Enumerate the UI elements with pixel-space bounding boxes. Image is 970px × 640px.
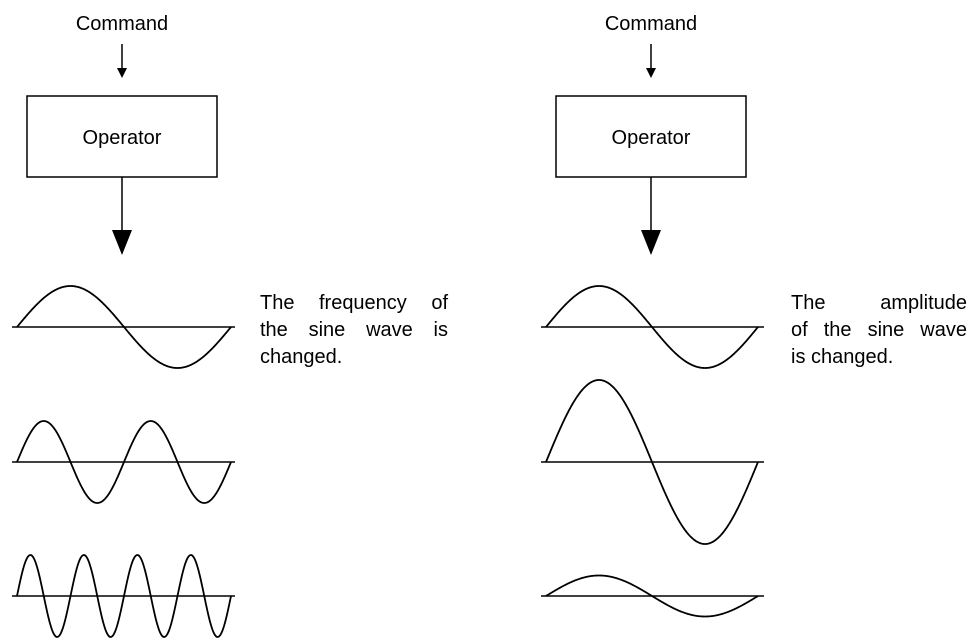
left-command-label: Command	[75, 13, 169, 35]
left-sine-wave	[16, 554, 232, 638]
right-command-arrowhead	[646, 68, 656, 78]
left-caption-line: the sine wave is	[260, 319, 448, 341]
left-sine-wave	[16, 285, 232, 369]
right-output-arrowhead	[641, 230, 661, 255]
left-caption-line: changed.	[260, 346, 343, 368]
right-caption-line: of the sine wave	[791, 319, 967, 341]
left-sine-wave	[16, 420, 232, 504]
right-caption-line: The amplitude	[791, 292, 967, 314]
right-sine-wave	[545, 574, 759, 618]
right-sine-wave	[545, 285, 759, 369]
right-caption-line: is changed.	[791, 346, 894, 368]
left-operator-label: Operator	[82, 127, 162, 149]
right-command-label: Command	[604, 13, 698, 35]
left-caption: The frequency of the sine wave is change…	[260, 290, 448, 371]
right-panel	[541, 44, 764, 618]
left-waves	[12, 285, 235, 638]
right-waves	[541, 285, 764, 618]
left-command-arrowhead	[117, 68, 127, 78]
right-caption: The amplitude of the sine wave is change…	[791, 290, 967, 371]
left-panel	[12, 44, 235, 638]
left-output-arrowhead	[112, 230, 132, 255]
right-sine-wave	[545, 379, 759, 545]
left-caption-line: The frequency of	[260, 292, 448, 314]
right-operator-label: Operator	[611, 127, 691, 149]
